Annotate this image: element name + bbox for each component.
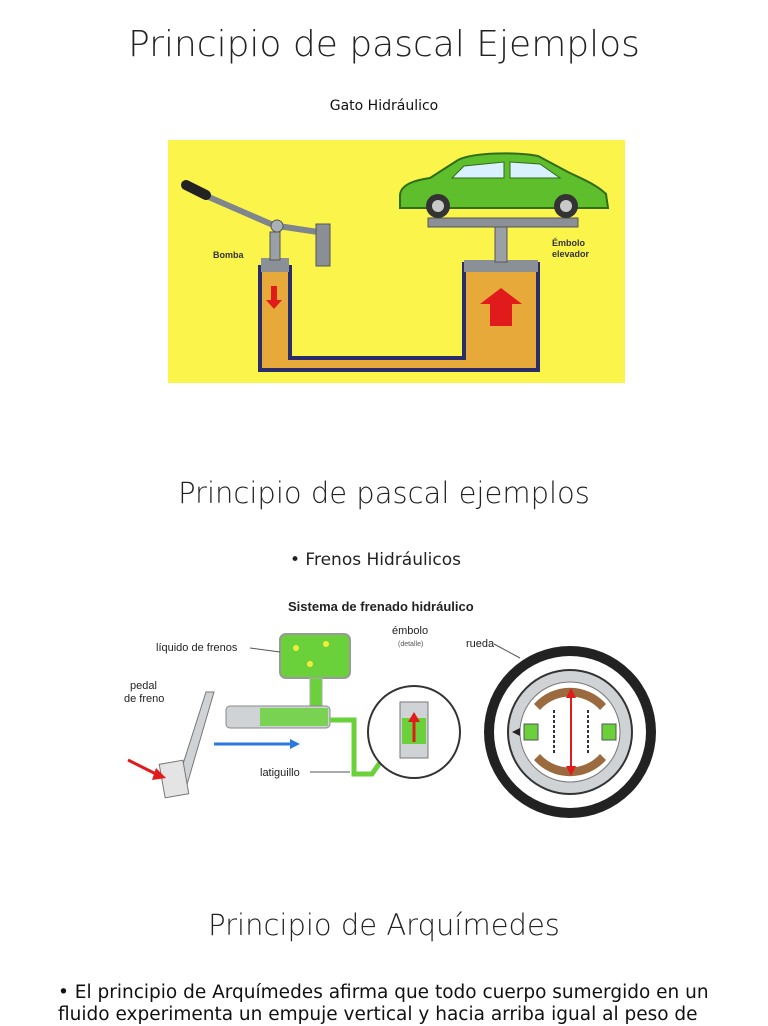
pump-piston	[261, 258, 289, 272]
lever-handle	[181, 180, 211, 200]
hydraulic-jack-diagram: Bomba Émbolo elevador	[168, 140, 625, 383]
lever-arm	[277, 223, 319, 235]
wheel-cylinder-right	[601, 723, 617, 741]
label-pedal-1: pedal	[130, 680, 157, 692]
label-pedal-2: de freno	[124, 693, 164, 705]
pump-label: Bomba	[213, 250, 244, 260]
label-brake-fluid: líquido de frenos	[156, 642, 238, 654]
diagram-title: Sistema de frenado hidráulico	[288, 599, 474, 614]
brake-fluid-reservoir	[279, 633, 351, 679]
down-arrow-icon	[266, 286, 282, 309]
brake-hose	[330, 717, 393, 777]
label-hose: latiguillo	[260, 767, 300, 779]
container-outline	[258, 262, 540, 372]
lever-pivot	[270, 219, 284, 233]
wheel-cylinder-left	[523, 723, 539, 741]
lever-counterweight	[315, 223, 331, 267]
red-arrow-icon	[127, 758, 157, 776]
lift-label-line2: elevador	[552, 249, 590, 259]
label-wheel: rueda	[466, 638, 495, 650]
lift-platform	[427, 217, 579, 228]
lift-label-line1: Émbolo	[552, 238, 586, 248]
label-detail: (detalle)	[398, 641, 423, 648]
bullet-hydraulic-brakes: • Frenos Hidráulicos	[290, 550, 462, 570]
brake-pedal	[158, 759, 190, 799]
slide-title-archimedes: Principio de Arquímedes	[208, 908, 560, 942]
archimedes-paragraph: • El principio de Arquímedes afirma que …	[58, 982, 709, 1025]
caption-hydraulic-jack: Gato Hidráulico	[329, 98, 439, 114]
up-arrow-icon	[480, 288, 522, 326]
container-inner-outline	[288, 262, 466, 360]
hydraulic-fluid	[260, 268, 538, 370]
pump-rod	[269, 231, 281, 261]
lift-piston	[464, 260, 538, 272]
lift-rod	[494, 225, 508, 263]
brake-system-diagram: Sistema de frenado hidráulico líquido de…	[124, 599, 656, 818]
label-piston: émbolo	[392, 625, 428, 637]
car-rear-window	[509, 161, 562, 179]
slide-title-pascal-2: Principio de pascal ejemplos	[178, 476, 590, 510]
car-body	[399, 152, 610, 209]
slide-title-pascal-1: Principio de pascal Ejemplos	[128, 24, 640, 65]
car-front-window	[450, 161, 505, 179]
